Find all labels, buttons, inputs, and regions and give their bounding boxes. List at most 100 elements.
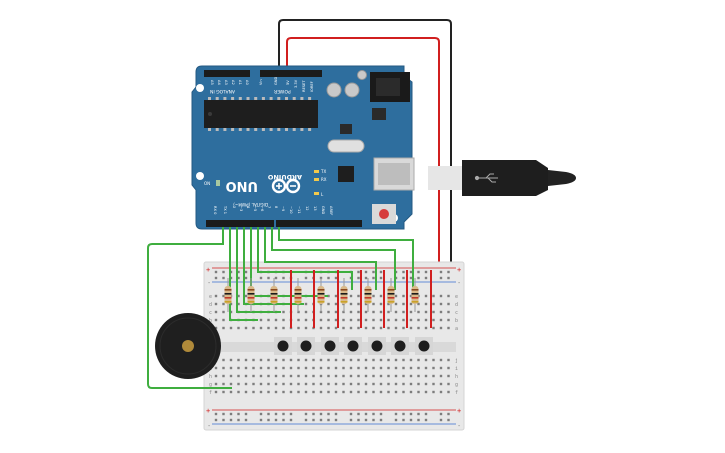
green-wire[interactable]	[243, 227, 304, 305]
breadboard-hole[interactable]	[372, 358, 375, 362]
rail-hole[interactable]	[357, 412, 360, 416]
rail-hole[interactable]	[364, 270, 368, 274]
breadboard-hole[interactable]	[439, 382, 443, 386]
resistor[interactable]	[270, 278, 278, 312]
rail-hole[interactable]	[379, 276, 383, 280]
resistor[interactable]	[224, 278, 232, 312]
breadboard-hole[interactable]	[244, 326, 248, 330]
breadboard-hole[interactable]	[364, 390, 368, 394]
breadboard-hole[interactable]	[424, 326, 428, 330]
push-button-cap[interactable]	[418, 340, 430, 352]
rail-hole[interactable]	[372, 276, 375, 280]
breadboard-hole[interactable]	[334, 390, 338, 394]
reset-button[interactable]	[379, 209, 389, 219]
rail-hole[interactable]	[319, 412, 323, 416]
breadboard-hole[interactable]	[394, 366, 398, 370]
rail-hole[interactable]	[222, 276, 225, 280]
resistor[interactable]	[387, 278, 395, 312]
breadboard-hole[interactable]	[289, 358, 293, 362]
breadboard-hole[interactable]	[394, 302, 398, 306]
usb-cable[interactable]	[428, 160, 576, 196]
breadboard-hole[interactable]	[267, 390, 270, 394]
breadboard-hole[interactable]	[379, 302, 383, 306]
breadboard-hole[interactable]	[252, 390, 255, 394]
breadboard-hole[interactable]	[432, 326, 435, 330]
rail-hole[interactable]	[289, 418, 293, 422]
rail-hole[interactable]	[402, 270, 405, 274]
push-button-cap[interactable]	[300, 340, 312, 352]
breadboard-hole[interactable]	[282, 374, 285, 378]
breadboard-hole[interactable]	[342, 358, 345, 362]
breadboard-hole[interactable]	[432, 310, 435, 314]
breadboard-hole[interactable]	[409, 358, 413, 362]
breadboard-hole[interactable]	[252, 366, 255, 370]
breadboard-hole[interactable]	[402, 374, 405, 378]
breadboard-hole[interactable]	[424, 374, 428, 378]
push-button-cap[interactable]	[371, 340, 383, 352]
breadboard-hole[interactable]	[447, 310, 450, 314]
breadboard-hole[interactable]	[237, 382, 240, 386]
breadboard-hole[interactable]	[312, 390, 315, 394]
breadboard-hole[interactable]	[289, 390, 293, 394]
piezo-buzzer[interactable]	[155, 313, 221, 379]
rail-hole[interactable]	[327, 412, 330, 416]
rail-hole[interactable]	[237, 276, 240, 280]
breadboard-hole[interactable]	[282, 382, 285, 386]
breadboard-hole[interactable]	[364, 326, 368, 330]
breadboard-hole[interactable]	[364, 382, 368, 386]
breadboard-hole[interactable]	[402, 302, 405, 306]
rail-hole[interactable]	[304, 412, 308, 416]
breadboard-hole[interactable]	[252, 326, 255, 330]
breadboard-hole[interactable]	[349, 390, 353, 394]
breadboard-hole[interactable]	[319, 326, 323, 330]
rail-hole[interactable]	[222, 270, 225, 274]
breadboard-hole[interactable]	[424, 390, 428, 394]
breadboard-hole[interactable]	[274, 318, 278, 322]
rail-hole[interactable]	[244, 276, 248, 280]
breadboard-hole[interactable]	[289, 374, 293, 378]
breadboard-hole[interactable]	[394, 310, 398, 314]
breadboard-hole[interactable]	[222, 382, 225, 386]
rail-hole[interactable]	[237, 270, 240, 274]
rail-hole[interactable]	[259, 412, 263, 416]
breadboard-hole[interactable]	[334, 382, 338, 386]
rail-hole[interactable]	[379, 418, 383, 422]
breadboard-hole[interactable]	[349, 302, 353, 306]
rail-hole[interactable]	[424, 276, 428, 280]
breadboard-hole[interactable]	[432, 302, 435, 306]
breadboard-hole[interactable]	[349, 326, 353, 330]
breadboard-hole[interactable]	[267, 326, 270, 330]
rail-hole[interactable]	[282, 276, 285, 280]
rail-hole[interactable]	[259, 418, 263, 422]
breadboard-hole[interactable]	[372, 366, 375, 370]
breadboard-hole[interactable]	[439, 326, 443, 330]
push-button-cap[interactable]	[347, 340, 359, 352]
breadboard-hole[interactable]	[334, 294, 338, 298]
rail-hole[interactable]	[267, 412, 270, 416]
breadboard-hole[interactable]	[439, 390, 443, 394]
breadboard-hole[interactable]	[334, 366, 338, 370]
breadboard-hole[interactable]	[372, 326, 375, 330]
green-wire[interactable]	[264, 227, 377, 290]
breadboard-hole[interactable]	[409, 382, 413, 386]
breadboard-hole[interactable]	[259, 374, 263, 378]
breadboard-hole[interactable]	[432, 382, 435, 386]
breadboard-hole[interactable]	[222, 374, 225, 378]
rail-hole[interactable]	[214, 276, 218, 280]
breadboard-hole[interactable]	[282, 310, 285, 314]
rail-hole[interactable]	[304, 418, 308, 422]
breadboard-hole[interactable]	[402, 390, 405, 394]
breadboard-hole[interactable]	[222, 326, 225, 330]
rail-hole[interactable]	[394, 418, 398, 422]
breadboard-hole[interactable]	[334, 374, 338, 378]
rail-hole[interactable]	[409, 418, 413, 422]
breadboard-hole[interactable]	[229, 366, 233, 370]
breadboard-hole[interactable]	[364, 366, 368, 370]
breadboard-hole[interactable]	[327, 366, 330, 370]
rail-hole[interactable]	[372, 418, 375, 422]
breadboard-hole[interactable]	[334, 358, 338, 362]
breadboard-hole[interactable]	[349, 294, 353, 298]
breadboard-hole[interactable]	[394, 294, 398, 298]
breadboard-hole[interactable]	[372, 374, 375, 378]
